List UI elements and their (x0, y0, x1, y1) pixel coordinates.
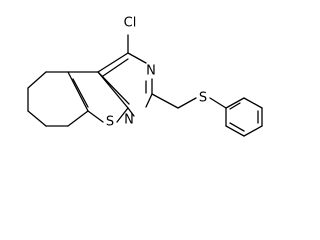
bond (209, 97, 227, 109)
thiophene-ring (67, 71, 129, 123)
bond (177, 97, 197, 109)
molecule-structure-diagram: Cl N N S S (27, 16, 263, 137)
bond (27, 110, 47, 127)
chlorine-label: Cl (124, 16, 137, 31)
bond (97, 52, 129, 73)
bond (225, 125, 245, 137)
nitrogen-lower-label: N (124, 113, 134, 128)
bond (87, 110, 104, 123)
bond (145, 93, 153, 108)
phenyl-ring (225, 97, 263, 137)
bond (151, 93, 179, 109)
bond (67, 71, 89, 112)
pyrimidine-ring (97, 52, 153, 117)
sulfur-thioether-label: S (199, 91, 207, 106)
sulfur-thiophene-label: S (106, 115, 114, 130)
bond (243, 97, 263, 109)
bond (127, 52, 147, 64)
cyclohexane-ring (27, 71, 89, 127)
bond (72, 78, 89, 108)
bond (229, 102, 241, 110)
bond (127, 107, 135, 117)
bond (225, 97, 245, 109)
bond (97, 71, 130, 105)
bond (229, 122, 245, 132)
phenylthiomethyl-group (151, 93, 227, 109)
bond (116, 107, 129, 123)
nitrogen-upper-label: N (146, 64, 156, 79)
bond (102, 58, 129, 77)
bond (67, 110, 89, 127)
bond (243, 125, 263, 137)
bond (27, 71, 47, 89)
